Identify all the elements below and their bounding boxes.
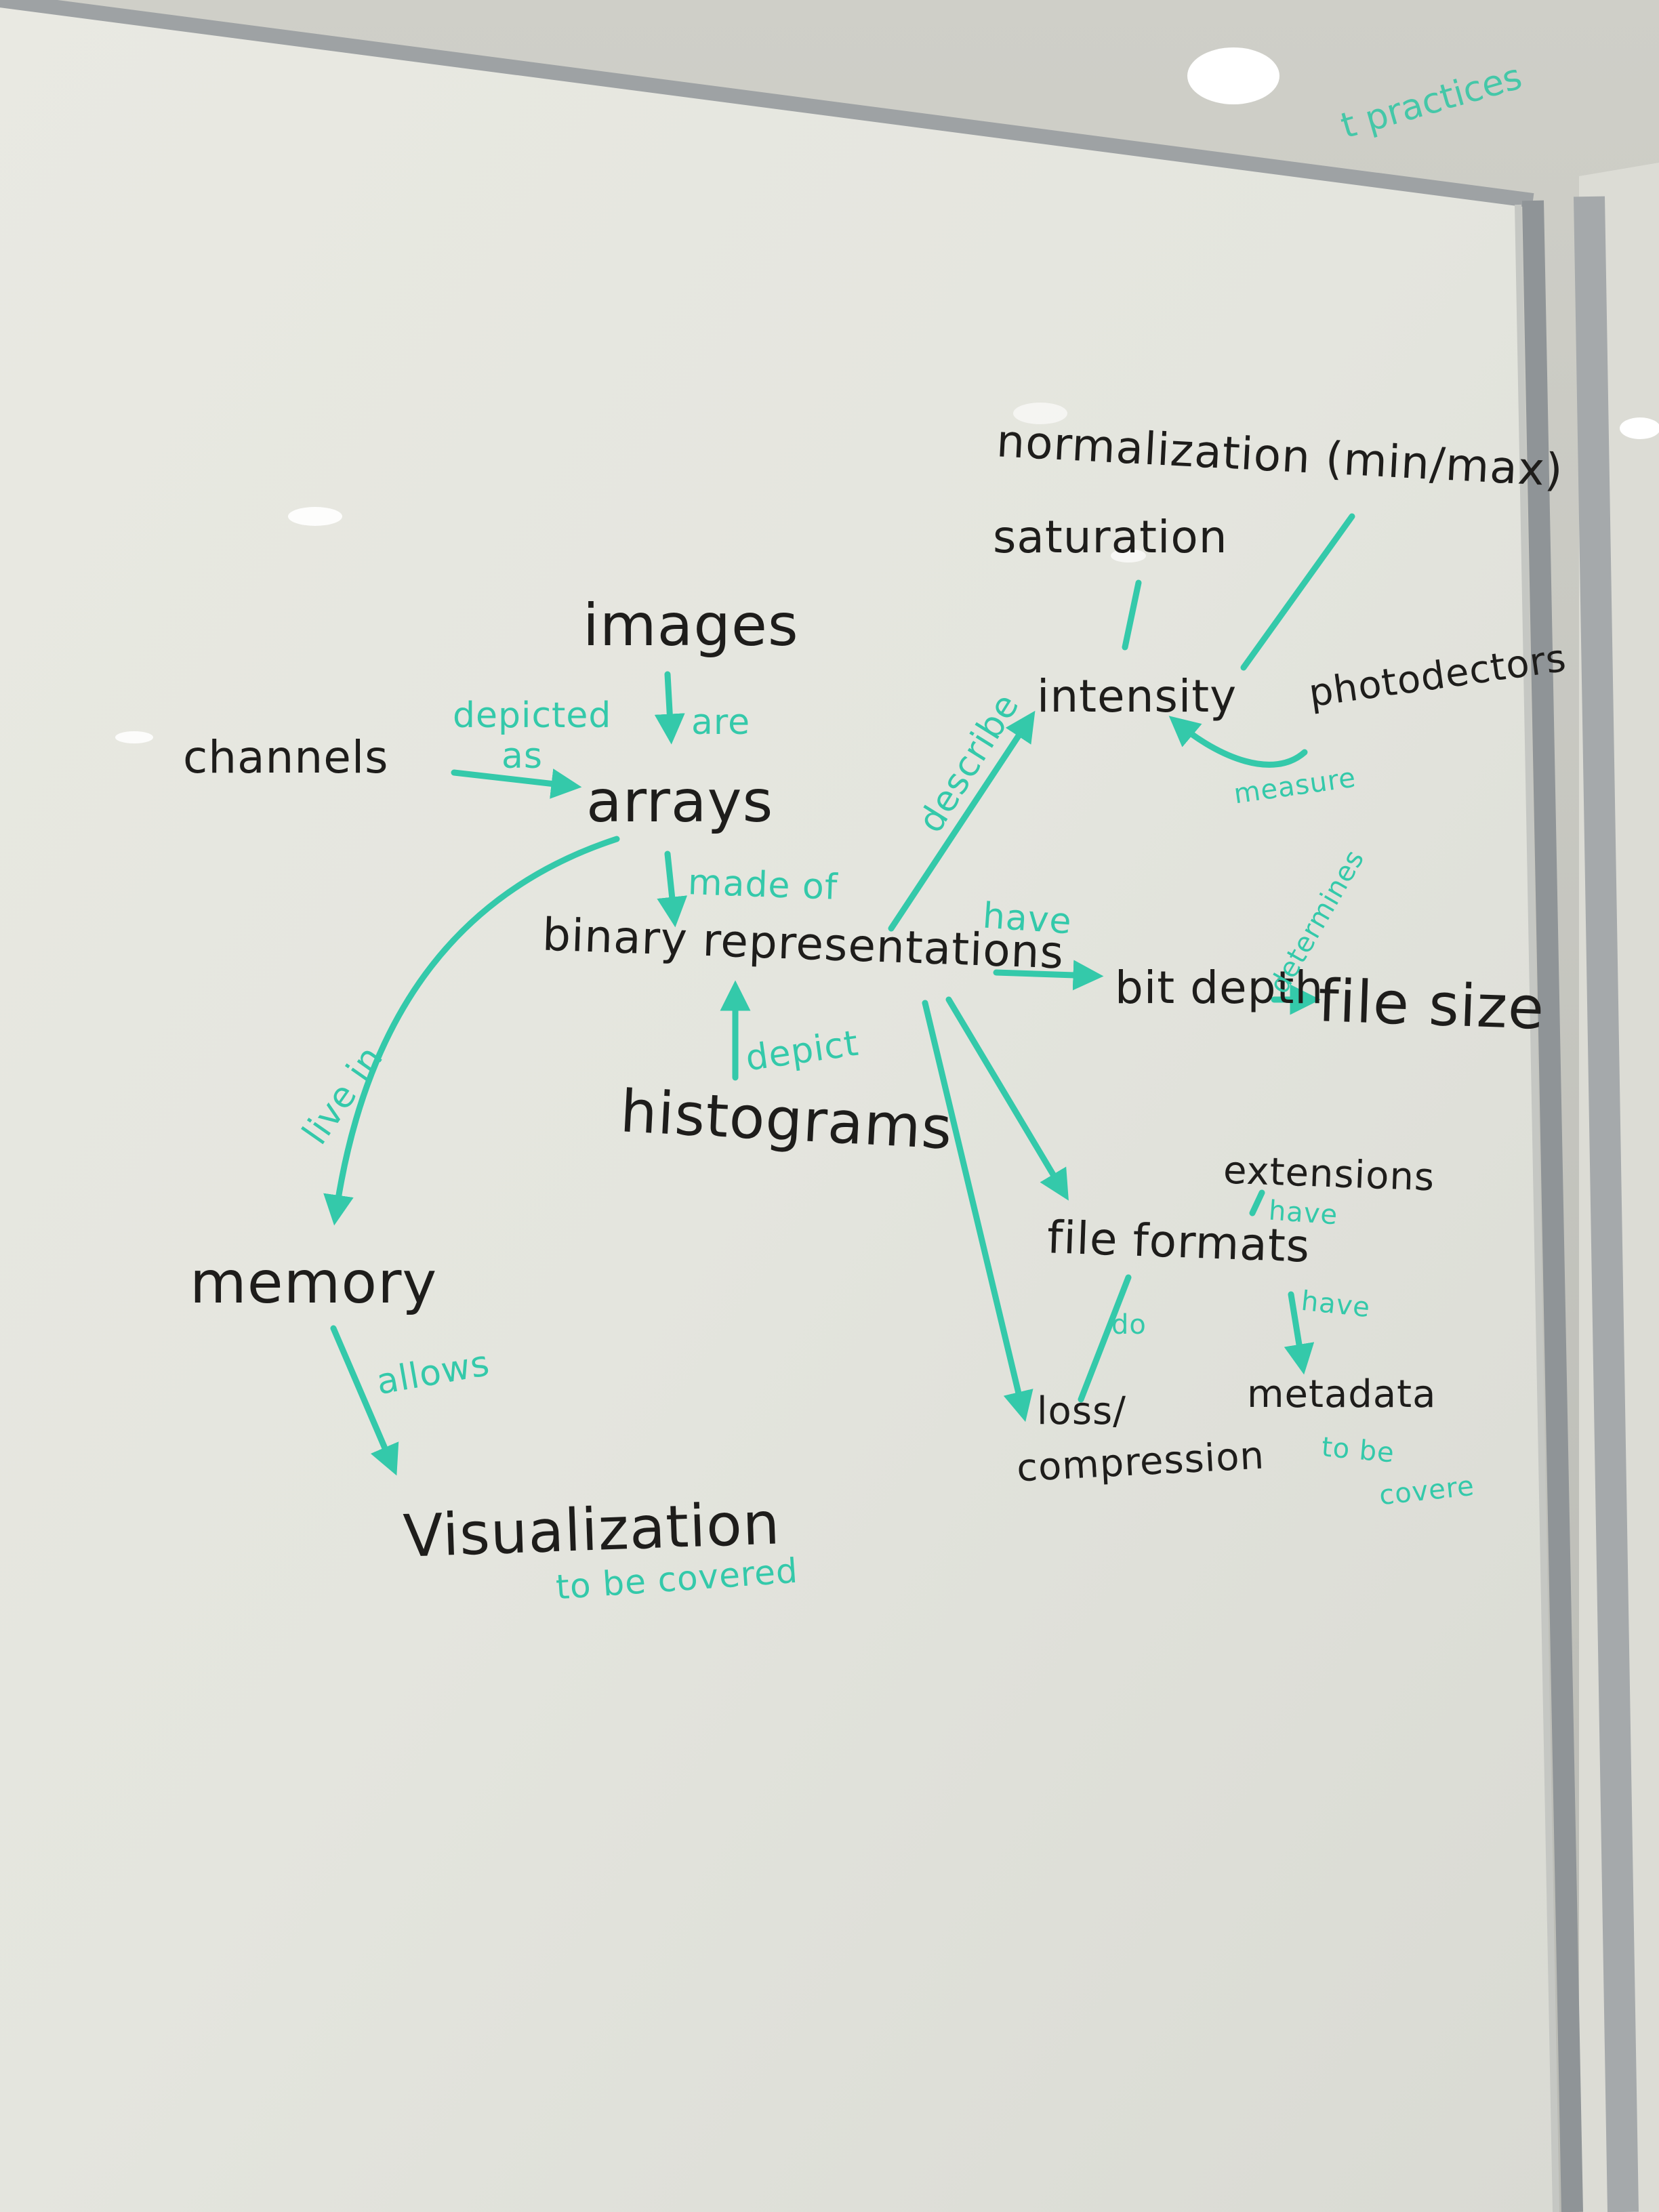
reflection [1013, 403, 1067, 424]
node-arrays: arrays [586, 768, 774, 836]
concept-map-arrows [323, 513, 1355, 1476]
node-loss: loss/ [1037, 1389, 1127, 1433]
edge-label-have-extensions: have [1267, 1195, 1339, 1231]
ceiling-light-small [1620, 417, 1659, 439]
frame-shadow [1515, 204, 1559, 2212]
node-bit-depth: bit depth [1115, 962, 1324, 1014]
line-saturation-intensity [1122, 579, 1142, 651]
node-file-size: file size [1317, 967, 1546, 1043]
line-normalization-intensity [1240, 513, 1355, 671]
whiteboard-surface [0, 0, 1559, 2212]
arrow-binary-fileformats [945, 996, 1069, 1201]
line-extensions-fileformats [1249, 1189, 1265, 1216]
edge-label-are: are [691, 702, 751, 743]
whiteboard-frame-right [1522, 200, 1583, 2212]
arrow-fileformats-metadata [1284, 1291, 1315, 1375]
node-intensity: intensity [1037, 670, 1237, 722]
note-metadata-to-be: to be [1320, 1431, 1396, 1469]
edge-label-depicted: depicted [453, 695, 612, 736]
arrow-images-arrays [654, 671, 685, 745]
node-saturation: saturation [993, 511, 1228, 563]
arrow-arrays-memory [323, 836, 620, 1226]
node-extensions: extensions [1222, 1148, 1436, 1200]
whiteboard-frame-top [0, 0, 1534, 208]
arrow-binary-bitdepth [993, 960, 1104, 991]
node-visualization: Visualization [402, 1490, 781, 1571]
reflection [115, 731, 153, 743]
edge-label-do: do [1111, 1309, 1147, 1340]
arrow-arrays-binary [657, 851, 688, 928]
arrow-binary-loss [922, 1000, 1033, 1422]
reflection [1111, 549, 1146, 562]
edge-label-made-of: made of [687, 862, 839, 908]
arrow-memory-visualization [330, 1325, 399, 1476]
edge-label-have-bitdepth: have [981, 895, 1073, 943]
arrow-binary-intensity [888, 710, 1036, 932]
edge-label-have-metadata: have [1299, 1285, 1372, 1324]
ceiling-light [1187, 47, 1279, 104]
arrow-channels-arrays [451, 769, 582, 799]
line-fileformats-loss [1078, 1274, 1132, 1403]
node-histograms: histograms [618, 1078, 955, 1163]
reflection [288, 507, 342, 526]
node-metadata: metadata [1247, 1372, 1437, 1416]
node-memory: memory [190, 1249, 438, 1317]
node-channels: channels [183, 731, 389, 783]
arrow-photodectors-intensity [1168, 716, 1308, 768]
node-images: images [583, 592, 799, 659]
edge-label-as: as [501, 736, 543, 777]
frame-post [1574, 196, 1639, 2212]
